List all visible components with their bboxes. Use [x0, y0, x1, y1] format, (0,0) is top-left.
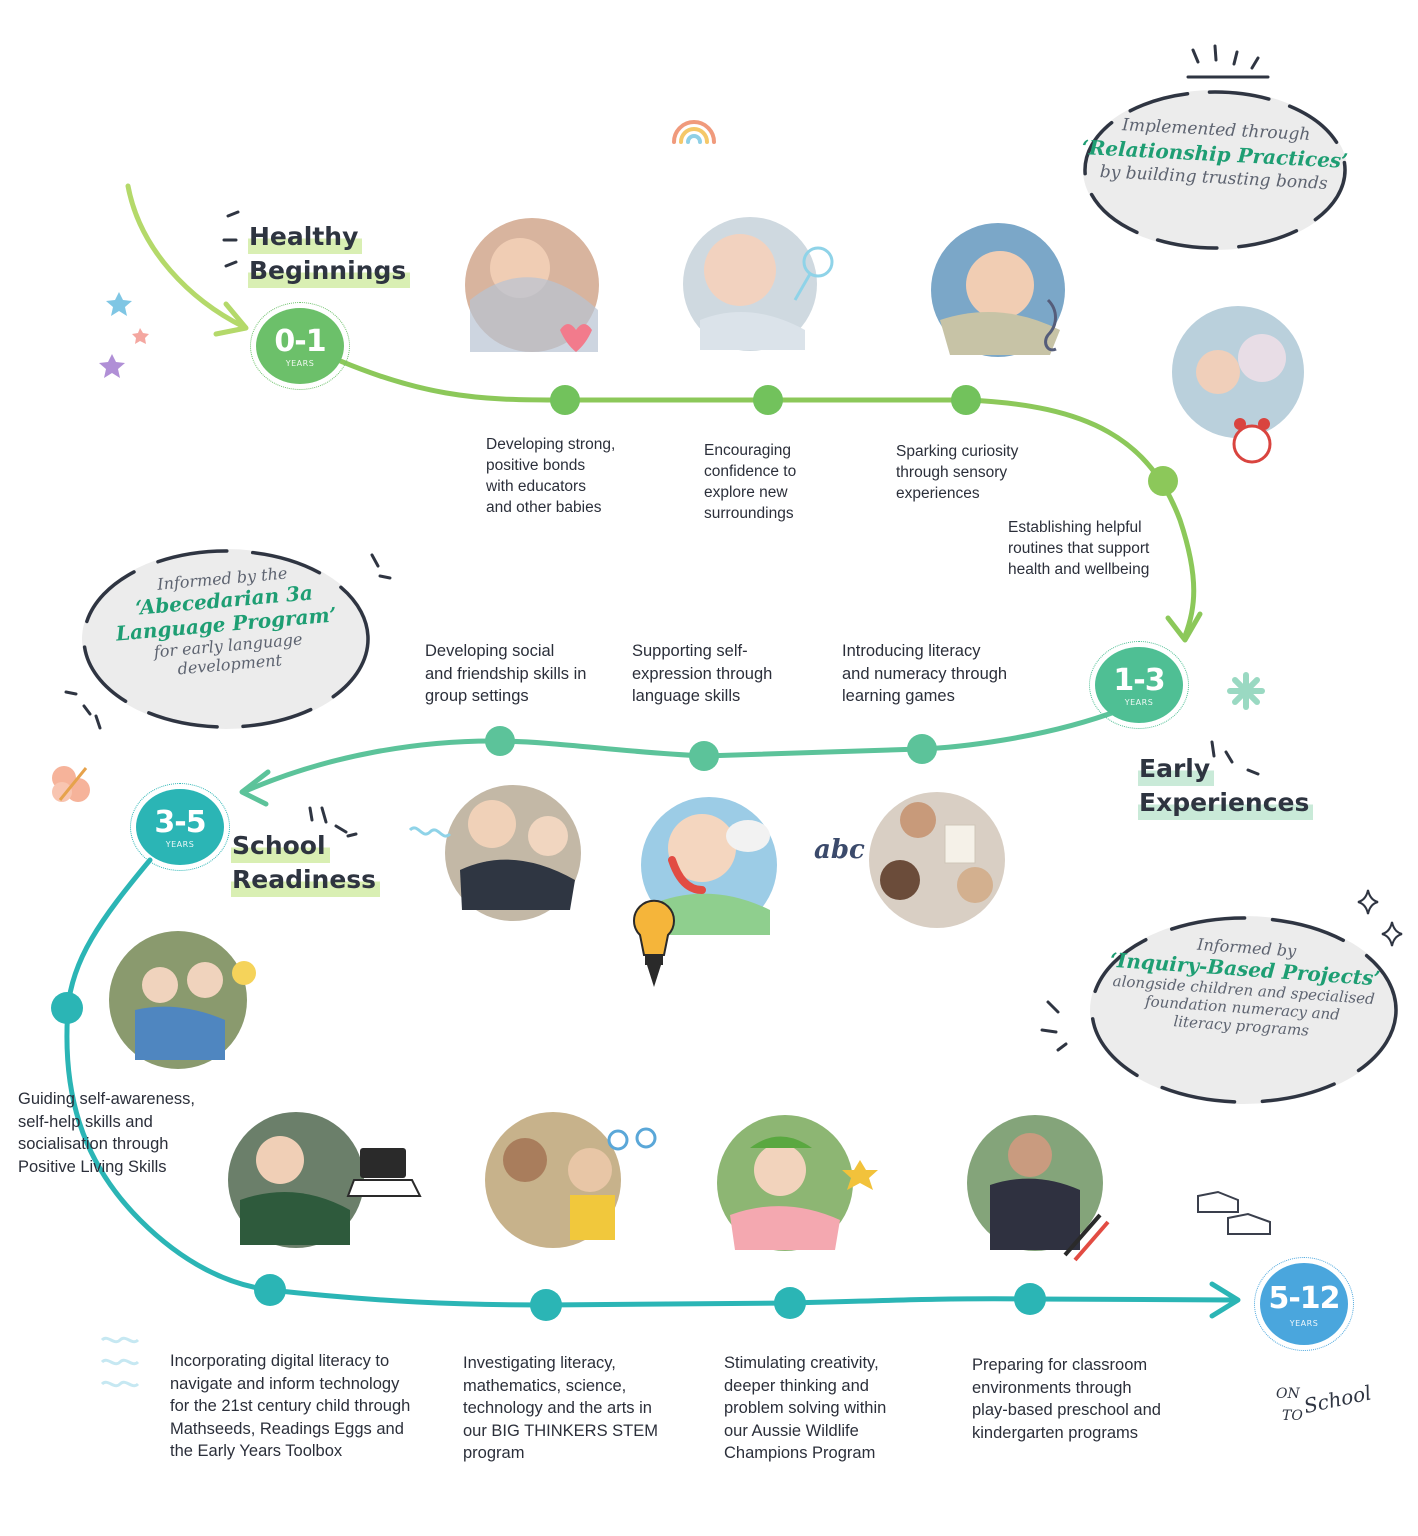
photo-child-phone: [641, 797, 777, 935]
step-dot-9: [254, 1274, 286, 1306]
path-arrow-head-1-3: [1165, 611, 1203, 643]
svg-text:ON: ON: [1276, 1386, 1300, 1402]
path-1-3-to-3-5: [245, 707, 1123, 793]
step-text-6: Supporting self- expression through lang…: [632, 642, 773, 705]
step-text-9: Incorporating digital literacy to naviga…: [170, 1352, 411, 1460]
photo-baby-confidence: [683, 217, 834, 351]
swirl-doodle: [408, 826, 452, 838]
step-dot-8: [51, 992, 83, 1024]
butterfly-icon: [52, 766, 90, 802]
note-relationship-practices: Implemented through ‘Relationship Practi…: [1080, 86, 1350, 254]
photo-classroom: [967, 1115, 1110, 1262]
step-text-10: Investigating literacy, mathematics, sci…: [463, 1354, 658, 1462]
badge-1-3: 1-3 YEARS: [1089, 641, 1189, 729]
step-dot-6: [689, 741, 719, 771]
stars-icon: [99, 292, 149, 378]
step-dot-3: [951, 385, 981, 415]
on-to-school-doodle: ON TO School: [1276, 1380, 1373, 1424]
step-dot-11: [774, 1287, 806, 1319]
svg-text:School: School: [1302, 1380, 1374, 1418]
badge-0-1: 0-1 YEARS: [250, 302, 350, 390]
note-abecedarian: Informed by the ‘Abecedarian 3a Language…: [78, 545, 374, 733]
step-dot-2: [753, 385, 783, 415]
photo-stem: [485, 1112, 657, 1248]
step-text-2: Encouraging confidence to explore new su…: [704, 442, 797, 522]
badge-3-5: 3-5 YEARS: [130, 783, 230, 871]
photo-children-friendship: [445, 785, 581, 921]
entry-arrow-head: [213, 301, 249, 337]
svg-text:TO: TO: [1282, 1408, 1303, 1424]
wavy-lines-doodle: [100, 1336, 140, 1388]
note-inquiry-based: Informed by ‘Inquiry-Based Projects’ alo…: [1086, 912, 1402, 1108]
path-0-1-to-1-3: [297, 340, 1197, 639]
sneakers-icon: [1197, 1190, 1271, 1235]
badge-5-12: 5-12 YEARS: [1254, 1257, 1354, 1351]
step-text-11: Stimulating creativity, deeper thinking …: [724, 1354, 887, 1462]
lightbulb-icon: [633, 899, 675, 987]
step-text-4: Establishing helpful routines that suppo…: [1008, 519, 1150, 578]
step-text-12: Preparing for classroom environments thr…: [972, 1356, 1161, 1442]
photo-positive-living: [109, 931, 256, 1069]
photo-educator-reading: [869, 792, 1005, 928]
step-dot-1: [550, 385, 580, 415]
step-text-5: Developing social and friendship skills …: [425, 642, 587, 705]
step-dot-10: [530, 1289, 562, 1321]
step-text-8: Guiding self-awareness, self-help skills…: [18, 1090, 196, 1176]
accent-dashes: [64, 44, 1270, 1052]
step-dot-7: [907, 734, 937, 764]
photo-digital-literacy: [228, 1112, 422, 1248]
path-arrow-head-3-5: [239, 769, 271, 807]
step-dot-4: [1148, 466, 1178, 496]
photo-baby-bonds: [465, 218, 599, 352]
path-arrow-head-5-12: [1209, 1281, 1241, 1319]
sparkle-icons: [1357, 889, 1403, 947]
asterisk-flower-icon: [1227, 672, 1265, 710]
step-text-7: Introducing literacy and numeracy throug…: [842, 642, 1008, 705]
photo-baby-sensory: [931, 223, 1065, 357]
step-text-1: Developing strong, positive bonds with e…: [486, 436, 616, 516]
step-dot-12: [1014, 1283, 1046, 1315]
step-text-3: Sparking curiosity through sensory exper…: [896, 443, 1019, 502]
photo-toddlers-routines: [1172, 306, 1304, 464]
entry-arrow-path: [125, 183, 247, 330]
photo-wildlife: [717, 1115, 878, 1251]
step-dot-5: [485, 726, 515, 756]
rainbow-icon: [672, 120, 716, 144]
abc-doodle: abc: [814, 835, 865, 865]
